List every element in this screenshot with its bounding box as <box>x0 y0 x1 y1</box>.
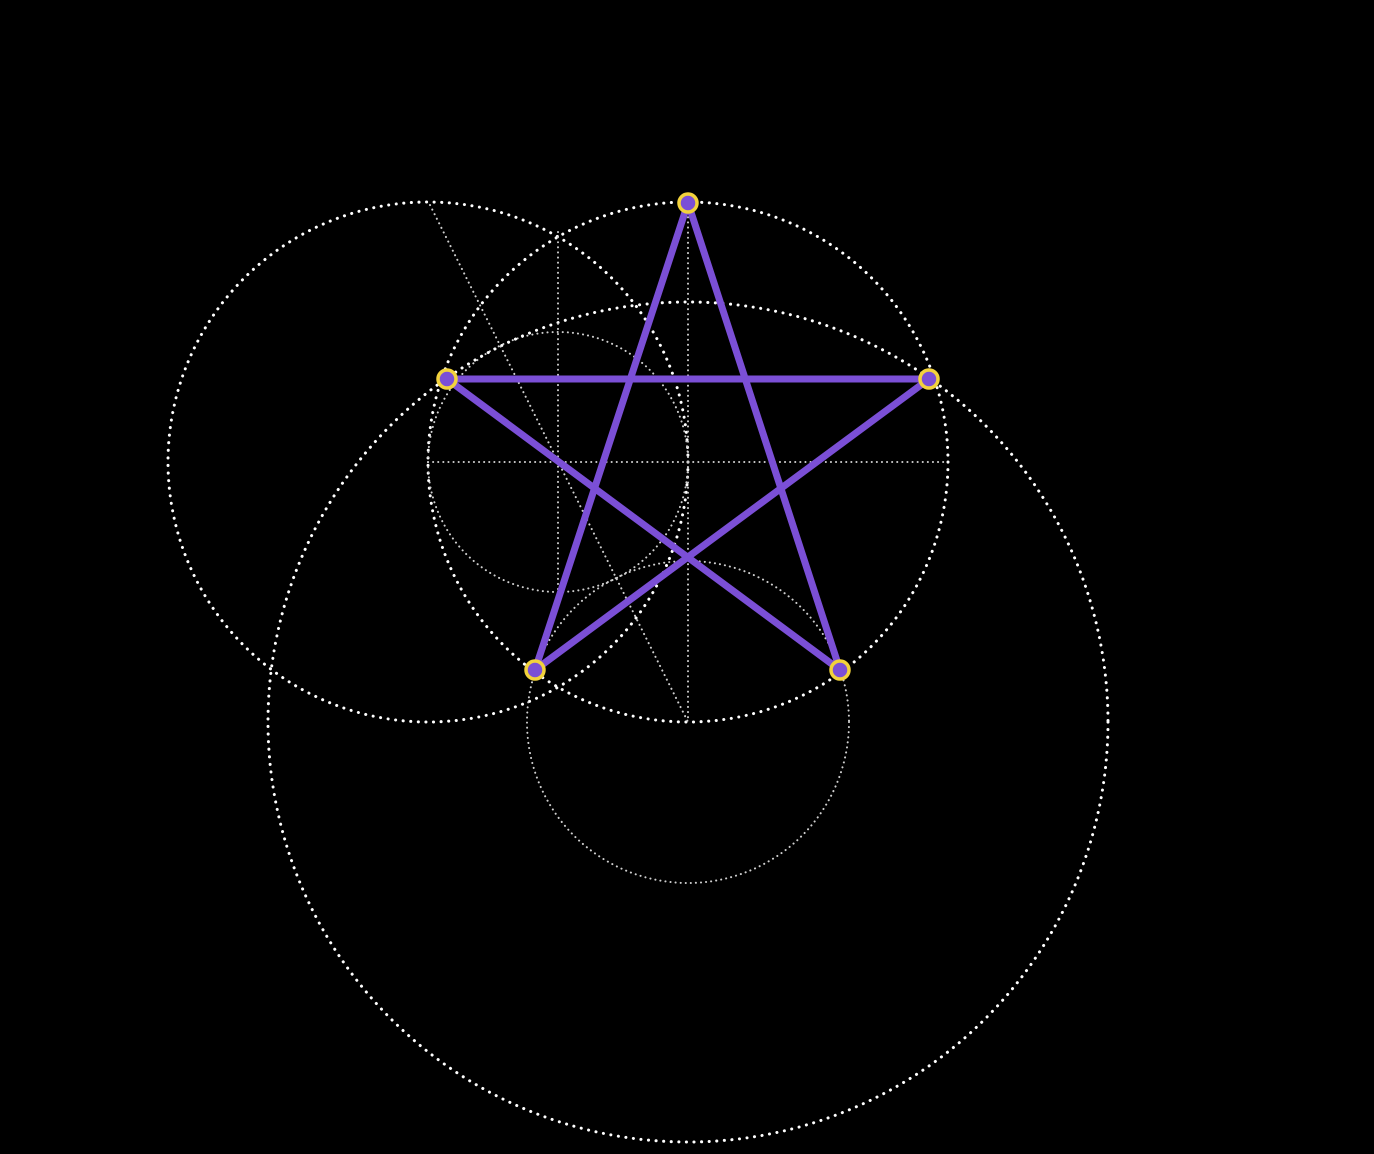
circle-large <box>266 300 1110 1144</box>
vertex-right <box>918 368 940 390</box>
vertex-top <box>677 192 699 214</box>
vertex-bottom-right <box>829 659 851 681</box>
circle-small-lower <box>526 560 850 884</box>
pentagram-star <box>443 199 933 674</box>
vertex-bottom-left <box>524 659 546 681</box>
diagonal <box>429 204 689 723</box>
star-layer <box>443 199 933 674</box>
vertex-layer <box>436 192 940 681</box>
vertex-left <box>436 368 458 390</box>
